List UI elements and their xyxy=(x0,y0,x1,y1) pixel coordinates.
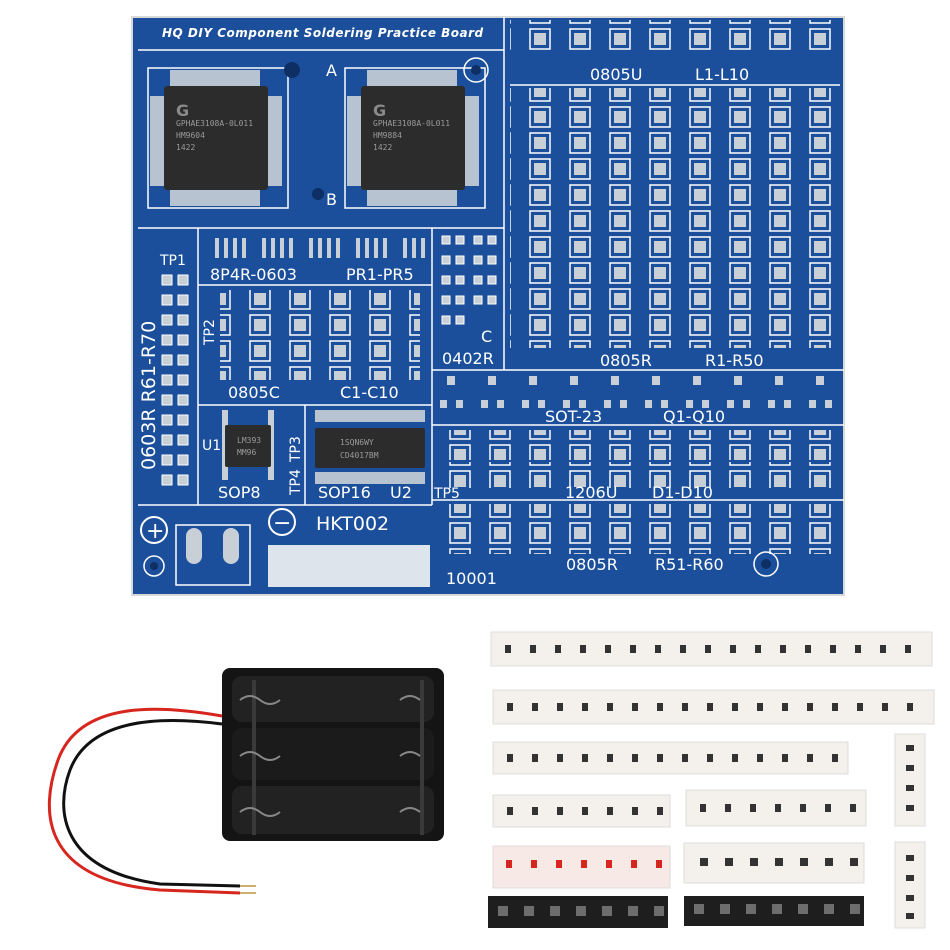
serial-label: 10001 xyxy=(446,569,497,588)
chip-a-label: A xyxy=(326,61,337,80)
small-resistor-pads xyxy=(441,235,497,325)
battery-wires xyxy=(47,707,256,895)
power-terminal-pads xyxy=(175,524,251,586)
svg-text:1422: 1422 xyxy=(176,143,195,152)
svg-text:LM393: LM393 xyxy=(237,436,261,445)
tp5-label: TP5 xyxy=(433,486,460,502)
transistor-size-label: SOT-23 xyxy=(545,407,602,426)
resistor-pack-pads xyxy=(215,238,425,258)
svg-text:MM96: MM96 xyxy=(237,448,256,457)
capacitor-range-label: C1-C10 xyxy=(340,383,399,402)
svg-text:CD4017BM: CD4017BM xyxy=(340,451,379,460)
qfp-chip-a: GPHAE3108A-0L011 HM9604 1422 G xyxy=(147,67,289,209)
qfp-chip-b: GPHAE3108A-0L011 HM9884 1422 G xyxy=(344,67,486,209)
svg-text:GPHAE3108A-0L011: GPHAE3108A-0L011 xyxy=(373,119,450,128)
inductor-range-label: L1-L10 xyxy=(695,65,749,84)
resistor-size-label: 0805R xyxy=(600,351,652,370)
svg-text:HM9604: HM9604 xyxy=(176,131,205,140)
pcb-board: HQ DIY Component Soldering Practice Boar… xyxy=(131,16,845,596)
sop8-label: SOP8 xyxy=(218,483,261,502)
svg-text:G: G xyxy=(176,101,189,120)
resistor-grid xyxy=(510,88,840,348)
bottom-resistor-pads xyxy=(437,504,842,554)
u2-label: U2 xyxy=(390,483,412,502)
capacitor-size-label: 0805C xyxy=(228,383,280,402)
svg-text:1422: 1422 xyxy=(373,143,392,152)
u1-label: U1 xyxy=(202,438,221,454)
diode-range-label: D1-D10 xyxy=(652,483,713,502)
tp3-label: TP3 xyxy=(288,436,304,463)
tp2-label: TP2 xyxy=(202,319,218,346)
sop16-label: SOP16 xyxy=(318,483,371,502)
svg-text:G: G xyxy=(373,101,386,120)
chip-b-label: B xyxy=(326,190,337,209)
chip-c-label: C xyxy=(481,327,492,346)
minus-label: − xyxy=(273,511,291,536)
resistor-range-label: R1-R50 xyxy=(705,351,764,370)
transistor-pads xyxy=(440,376,832,408)
svg-text:GPHAE3108A-0L011: GPHAE3108A-0L011 xyxy=(176,119,253,128)
capacitor-grid xyxy=(220,290,420,380)
tp1-label: TP1 xyxy=(159,253,186,269)
bottom-resistor-range-label: R51-R60 xyxy=(655,555,724,574)
tp4-label: TP4 xyxy=(288,469,304,496)
resistor-pack-size-label: 8P4R-0603 xyxy=(210,265,297,284)
resistor-pack-range-label: PR1-PR5 xyxy=(346,265,414,284)
svg-text:1SQN6WY: 1SQN6WY xyxy=(340,438,374,447)
inductor-size-label: 0805U xyxy=(590,65,642,84)
diode-size-label: 1206U xyxy=(565,483,617,502)
side-resistor-pads xyxy=(161,274,189,486)
board-title: HQ DIY Component Soldering Practice Boar… xyxy=(162,26,484,40)
diode-pads xyxy=(437,430,842,488)
sop16-chip: 1SQN6WY CD4017BM xyxy=(315,410,425,484)
component-tapes xyxy=(488,631,935,929)
side-resistor-label: 0603R R61-R70 xyxy=(138,321,160,470)
bottom-resistor-size-label: 0805R xyxy=(566,555,618,574)
sop8-chip: LM393 MM96 xyxy=(222,410,274,480)
battery-holder xyxy=(222,668,444,841)
model-label: HKT002 xyxy=(316,513,389,535)
transistor-range-label: Q1-Q10 xyxy=(663,407,725,426)
svg-text:HM9884: HM9884 xyxy=(373,131,402,140)
small-resistor-label: 0402R xyxy=(442,349,494,368)
plus-label: + xyxy=(146,519,164,544)
inductor-pads xyxy=(510,20,840,50)
